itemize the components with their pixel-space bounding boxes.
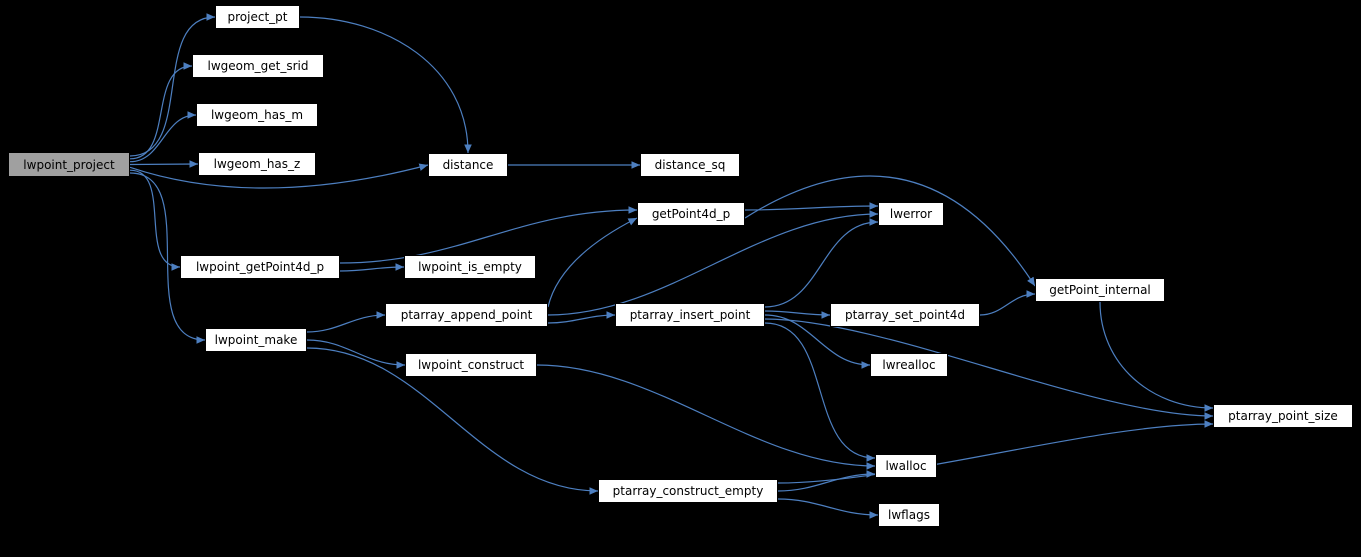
- node-ptarray_set_point4d[interactable]: ptarray_set_point4d: [830, 303, 980, 327]
- edge-project_pt-to-distance: [299, 16, 472, 154]
- edge-getPoint4d_p-to-getPoint_internal: [744, 175, 1036, 287]
- node-lwpoint_construct[interactable]: lwpoint_construct: [405, 353, 537, 377]
- node-getPoint_internal[interactable]: getPoint_internal: [1035, 278, 1165, 302]
- node-lwflags[interactable]: lwflags: [878, 503, 940, 527]
- node-lwerror[interactable]: lwerror: [878, 202, 944, 226]
- edge-lwpoint_project-to-lwgeom_has_m: [129, 111, 197, 163]
- edge-ptarray_append_point-to-lwerror: [547, 210, 879, 316]
- node-lwpoint_project: lwpoint_project: [8, 152, 130, 177]
- edge-getPoint4d_p-to-lwerror: [744, 202, 879, 211]
- node-lwrealloc[interactable]: lwrealloc: [870, 353, 948, 377]
- node-lwgeom_get_srid[interactable]: lwgeom_get_srid: [192, 54, 324, 78]
- edge-ptarray_append_point-to-getPoint4d_p: [547, 217, 638, 308]
- edge-ptarray_append_point-to-ptarray_insert_point: [547, 311, 616, 324]
- node-ptarray_construct_empty[interactable]: ptarray_construct_empty: [598, 479, 778, 503]
- edge-ptarray_insert_point-to-lwrealloc: [764, 314, 871, 369]
- edge-lwpoint_project-to-distance: [129, 163, 429, 189]
- node-lwalloc[interactable]: lwalloc: [875, 454, 937, 478]
- edge-getPoint_internal-to-ptarray_point_size: [1099, 301, 1214, 412]
- node-lwgeom_has_z[interactable]: lwgeom_has_z: [198, 152, 316, 176]
- node-ptarray_point_size[interactable]: ptarray_point_size: [1213, 404, 1353, 428]
- edge-ptarray_insert_point-to-ptarray_point_size: [764, 318, 1214, 420]
- edge-ptarray_construct_empty-to-lwalloc: [777, 470, 876, 492]
- node-distance[interactable]: distance: [428, 153, 508, 177]
- edge-lwpoint_make-to-ptarray_construct_empty: [306, 347, 599, 495]
- edge-lwpoint_getPoint4d_p-to-getPoint4d_p: [339, 206, 638, 264]
- edge-lwpoint_make-to-lwpoint_construct: [306, 339, 406, 369]
- node-ptarray_append_point[interactable]: ptarray_append_point: [385, 303, 548, 327]
- node-lwpoint_getPoint4d_p[interactable]: lwpoint_getPoint4d_p: [180, 255, 340, 279]
- node-lwpoint_is_empty[interactable]: lwpoint_is_empty: [404, 255, 536, 279]
- node-distance_sq[interactable]: distance_sq: [640, 153, 740, 177]
- edge-lwpoint_project-to-lwpoint_make: [129, 172, 206, 344]
- edge-lwpoint_project-to-lwgeom_has_z: [129, 160, 199, 168]
- node-lwgeom_has_m[interactable]: lwgeom_has_m: [196, 103, 318, 127]
- edge-ptarray_insert_point-to-lwerror: [764, 218, 879, 308]
- edge-lwpoint_make-to-ptarray_append_point: [306, 311, 386, 333]
- node-lwpoint_make[interactable]: lwpoint_make: [205, 328, 307, 352]
- edge-ptarray_construct_empty-to-lwflags: [777, 498, 879, 519]
- edge-ptarray_set_point4d-to-getPoint_internal: [979, 290, 1036, 316]
- edge-ptarray_construct_empty-to-ptarray_point_size: [777, 420, 1214, 484]
- node-ptarray_insert_point[interactable]: ptarray_insert_point: [615, 303, 765, 327]
- node-project_pt[interactable]: project_pt: [215, 5, 300, 29]
- edge-lwpoint_project-to-lwgeom_get_srid: [129, 62, 193, 160]
- edge-lwpoint_project-to-project_pt: [129, 13, 216, 157]
- edge-ptarray_insert_point-to-lwalloc: [764, 322, 876, 462]
- edge-lwpoint_construct-to-lwalloc: [536, 364, 876, 470]
- edge-lwpoint_getPoint4d_p-to-lwpoint_is_empty: [339, 263, 405, 272]
- node-getPoint4d_p[interactable]: getPoint4d_p: [637, 202, 745, 226]
- edge-ptarray_insert_point-to-ptarray_set_point4d: [764, 310, 831, 319]
